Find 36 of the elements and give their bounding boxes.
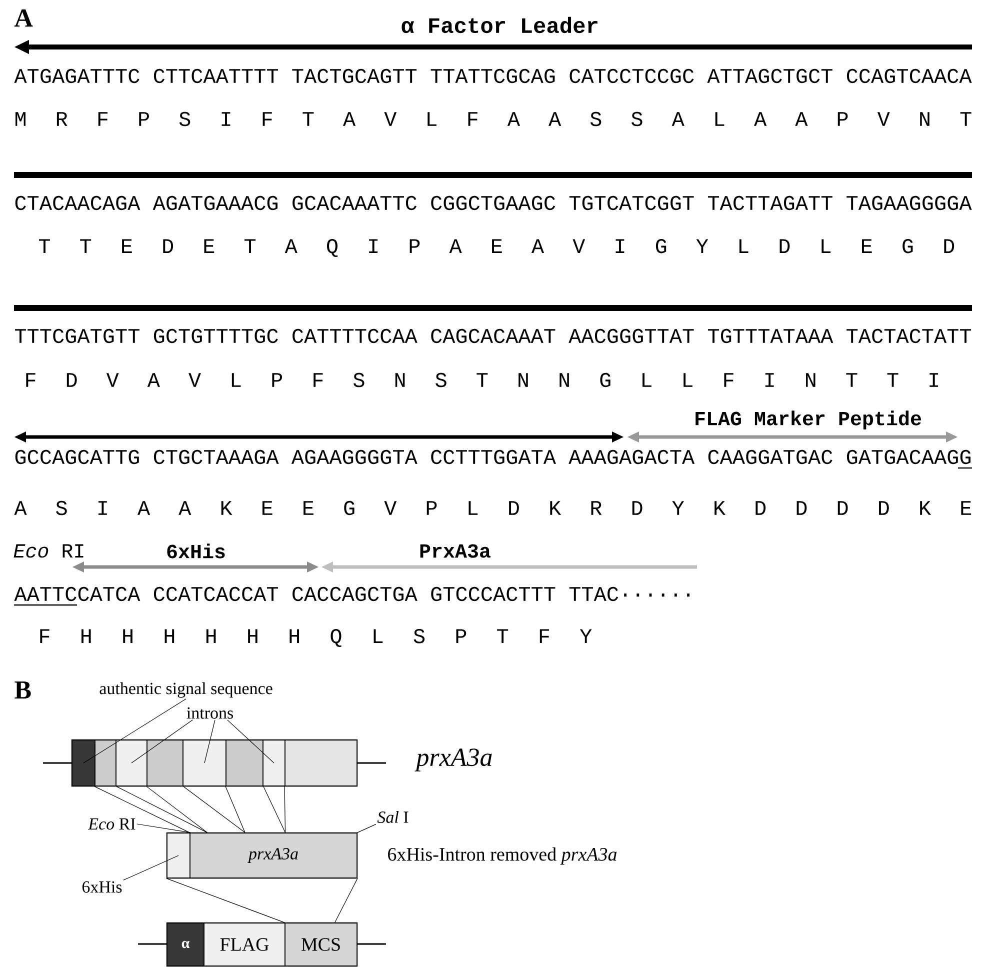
mapping-line bbox=[284, 786, 286, 833]
dna-sequence: CTACAACAGA AGATGAAACG GCACAAATTC CGGCTGAAGC TGTCATCGGT TACTTAGATT TAGAAGGGGA bbox=[15, 196, 972, 210]
mapping-line bbox=[166, 878, 285, 923]
construct-label: prxA3a bbox=[414, 748, 492, 772]
callout-text: 6xHis bbox=[82, 881, 122, 893]
mapping-line bbox=[146, 786, 208, 833]
mapping-line bbox=[225, 786, 246, 833]
construct-label: 6xHis-Intron removed prxA3a bbox=[388, 847, 617, 865]
amino-acid-sequence: M R F P S I F T A V L F A A S S A L A A P V N T bbox=[16, 112, 972, 126]
amino-acid-sequence: T T E D E T A Q I P A E A V I G Y L D L E G D bbox=[38, 238, 954, 257]
panel-label: B bbox=[14, 681, 31, 699]
mapping-line bbox=[116, 786, 208, 833]
span-label: α Factor Leader bbox=[402, 16, 598, 34]
mapping-line bbox=[263, 786, 286, 833]
dna-sequence: GCCAGCATTG CTGCTAAAGA AGAAGGGGTA CCTTTGGATA AAAGAGACTA CAAGGATGAC GATGACAAGG bbox=[15, 450, 970, 464]
amino-acid-sequence: F D V A V L P F S N S T N N G L L F I N T T I bbox=[26, 372, 938, 388]
leader-line bbox=[136, 824, 191, 833]
amino-acid-sequence: F H H H H H H Q L S P T F Y bbox=[40, 628, 592, 647]
panel-label: A bbox=[14, 9, 33, 27]
span-label: FLAG Marker Peptide bbox=[696, 410, 922, 430]
callout-text: Sal I bbox=[377, 811, 408, 823]
site-label: Eco RI bbox=[14, 544, 84, 558]
callout-text: Eco RI bbox=[88, 818, 136, 830]
span-label: PrxA3a bbox=[420, 544, 490, 558]
dna-sequence: AATTCCATCA CCATCACCAT CACCAGCTGA GTCCCACTTT TTAC······ bbox=[14, 586, 690, 602]
leader-line bbox=[357, 824, 376, 833]
amino-acid-sequence: A S I A A K E E G V P L D K R D Y K D D D D K E bbox=[14, 500, 972, 516]
span-label: 6xHis bbox=[167, 544, 225, 558]
dna-sequence: ATGAGATTTC CTTCAATTTT TACTGCAGTT TTATTCGCAG CATCCTCCGC ATTAGCTGCT CCAGTCAACA bbox=[14, 68, 972, 84]
leader-line bbox=[123, 855, 179, 880]
callout-text: introns bbox=[186, 707, 233, 719]
callout-text: authentic signal sequence bbox=[100, 682, 272, 698]
mapping-line bbox=[94, 786, 190, 833]
mapping-line bbox=[183, 786, 246, 833]
dna-sequence: TTTCGATGTT GCTGTTTTGC CATTTTCCAA CAGCACAAAT AACGGGTTAT TGTTTATAAA TACTACTATT bbox=[14, 328, 971, 344]
mapping-line bbox=[334, 878, 358, 923]
